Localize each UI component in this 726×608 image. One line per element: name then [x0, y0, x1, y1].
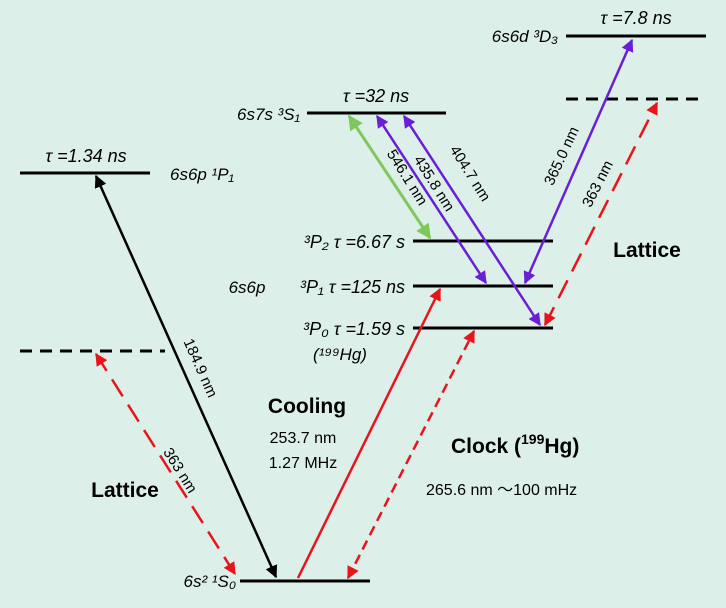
wavelength-184-9nm: 184.9 nm [180, 336, 221, 400]
label-hg-isotope: (¹⁹⁹Hg) [313, 345, 367, 364]
label-clock-info: 265.6 nm ～100 mHz [426, 482, 577, 499]
arrow-lattice-left [94, 352, 237, 576]
label-cooling-wavelength: 253.7 nm [270, 430, 337, 447]
label-cooling: Cooling [268, 395, 346, 418]
arrow-435-8nm [375, 114, 488, 285]
tau-3d3: τ =7.8 ns [600, 8, 671, 28]
arrow-404-7nm [402, 114, 542, 327]
clock-title-isotope: 199 [521, 431, 545, 447]
arrow-clock-265-6nm [346, 329, 476, 580]
tau-1p1: τ =1.34 ns [45, 146, 126, 166]
label-6s6p-1p1: 6s6p ¹P₁ [170, 165, 234, 184]
wavelength-404-7nm: 404.7 nm [446, 143, 494, 205]
label-cooling-linewidth: 1.27 MHz [269, 455, 337, 472]
clock-title-prefix: Clock ( [451, 435, 521, 458]
label-3p0: ³P₀ τ =1.59 s [303, 319, 405, 339]
label-6s6p-manifold: 6s6p [229, 278, 266, 297]
label-lattice-left: Lattice [91, 479, 159, 502]
label-6s2-1s0: 6s² ¹S₀ [183, 572, 236, 591]
arrow-184-9nm [94, 174, 278, 579]
tau-3s1: τ =32 ns [343, 86, 409, 106]
label-clock: Clock (199Hg) [451, 431, 579, 458]
label-3p1: ³P₁ τ =125 ns [300, 277, 405, 297]
wavelength-365-0nm: 365.0 nm [541, 124, 583, 188]
label-lattice-right: Lattice [613, 239, 681, 262]
label-6s7s-3s1: 6s7s ³S₁ [237, 105, 300, 124]
wavelength-363nm-right: 363 nm [579, 158, 617, 210]
label-6s6d-3d3: 6s6d ³D₃ [492, 27, 559, 46]
label-3p2: ³P₂ τ =6.67 s [304, 232, 405, 252]
clock-title-suffix: Hg) [544, 435, 579, 458]
arrow-lattice-right [543, 101, 659, 327]
